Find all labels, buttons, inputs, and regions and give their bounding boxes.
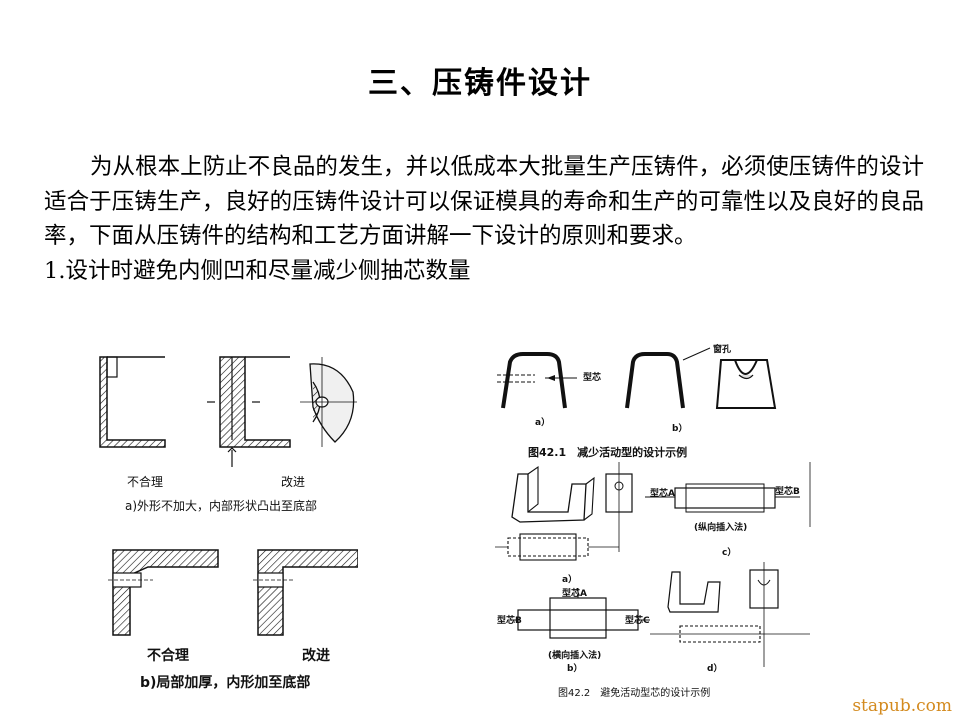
fig422-core-b2-label: 型芯B <box>497 616 522 626</box>
fig421-part-b-iso <box>715 359 777 409</box>
body-text: 为从根本上防止不良品的发生，并以低成本大批量生产压铸件，必须使压铸件的设计适合于… <box>44 150 924 288</box>
fig422-horizontal-insert-label: (横向插入法) <box>548 651 602 661</box>
fig422-sub-c: c） <box>722 548 737 558</box>
fig422-part-d <box>650 562 810 667</box>
fig421-sub-a: a） <box>535 418 551 428</box>
figure-a-good-label: 改进 <box>281 475 306 489</box>
figure-b-bad-label: 不合理 <box>147 648 189 664</box>
fig422-core-a-label: 型芯A <box>650 489 675 499</box>
watermark: stapub.com <box>852 696 952 716</box>
fig422-sub-a: a） <box>562 575 578 585</box>
page-title: 三、压铸件设计 <box>368 66 592 101</box>
figure-a-drawing <box>99 356 357 467</box>
figure-42-1-drawing <box>497 347 777 409</box>
fig422-part-a <box>511 465 595 523</box>
figure-b-good-label: 改进 <box>302 648 330 664</box>
fig422-part-top-box <box>495 462 633 552</box>
fig421-hole-label: 窗孔 <box>713 345 732 355</box>
fig422-vertical-insert-label: (纵向插入法) <box>694 523 748 533</box>
figure-b-caption: b)局部加厚，内形加至底部 <box>140 675 311 691</box>
figure-a-section-view <box>300 357 357 447</box>
fig422-sub-b: b） <box>567 664 583 674</box>
figure-b-bad-part <box>108 549 219 636</box>
fig422-core-a2-label: 型芯A <box>562 589 587 599</box>
fig422-part-b <box>510 588 650 639</box>
fig422-caption: 图42.2 避免活动型芯的设计示例 <box>558 688 711 699</box>
figure-b-good-part <box>253 549 358 636</box>
intro-paragraph: 为从根本上防止不良品的发生，并以低成本大批量生产压铸件，必须使压铸件的设计适合于… <box>44 154 924 249</box>
figure-a-good-part <box>207 356 291 467</box>
fig422-part-a-pipe <box>507 533 589 561</box>
fig422-core-b-label: 型芯B <box>775 487 800 497</box>
fig421-core-label: 型芯 <box>583 373 602 383</box>
figure-a-bad-label: 不合理 <box>127 475 164 489</box>
figure-a-caption: a)外形不加大，内部形状凸出至底部 <box>125 499 318 513</box>
fig422-part-c <box>645 462 811 527</box>
fig422-core-c-label: 型芯C <box>625 616 650 626</box>
fig421-part-a <box>497 352 577 409</box>
figure-42-2-drawing <box>495 462 811 667</box>
figure-b-drawing <box>108 549 358 636</box>
section-item: 1.设计时避免内侧凹和尽量减少侧抽芯数量 <box>44 257 471 284</box>
fig422-sub-d: d） <box>707 664 723 674</box>
fig421-sub-b: b） <box>672 424 688 434</box>
fig421-caption: 图42.1 减少活动型的设计示例 <box>528 446 688 459</box>
fig421-part-b <box>625 347 711 409</box>
figure-a-bad-part <box>99 356 166 448</box>
